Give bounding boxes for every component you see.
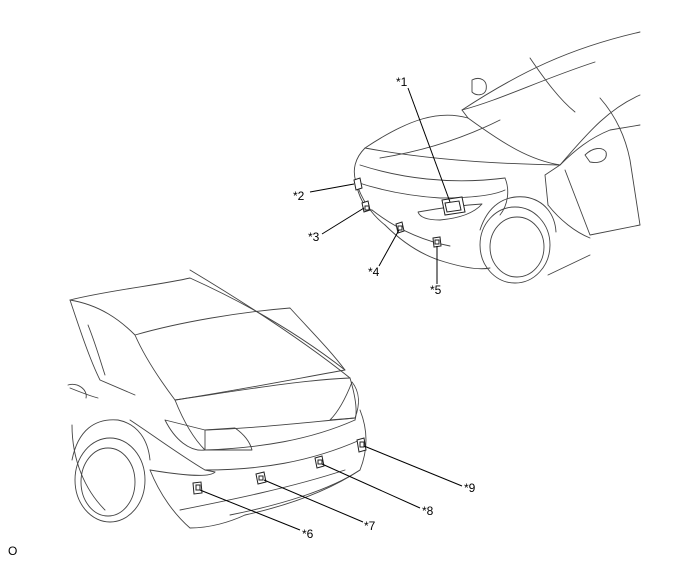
- part-2-sensor: [353, 177, 363, 191]
- leader-7: [263, 479, 364, 523]
- footer-code: O: [8, 544, 18, 558]
- part-6-sensor: [192, 481, 203, 495]
- part-5-sensor: [432, 236, 442, 248]
- leader-4: [378, 229, 400, 267]
- part-1-module: [441, 196, 466, 216]
- leader-1: [407, 87, 451, 203]
- leader-8: [321, 463, 421, 509]
- callout-9: *9: [464, 481, 476, 495]
- callout-labels: *1 *2 *3 *4 *5 *6 *7 *8 *9: [293, 75, 476, 541]
- part-3-sensor: [361, 200, 371, 213]
- leader-6: [199, 489, 301, 531]
- callout-8: *8: [422, 504, 434, 518]
- callout-6: *6: [302, 527, 314, 541]
- front-vehicle: [353, 31, 641, 284]
- callout-3: *3: [308, 230, 320, 244]
- leader-lines: [199, 87, 463, 531]
- part-7-sensor: [255, 471, 267, 485]
- part-8-sensor: [314, 455, 325, 469]
- callout-7: *7: [364, 519, 376, 533]
- callout-2: *2: [293, 189, 305, 203]
- leader-9: [363, 445, 463, 487]
- leader-3: [321, 207, 365, 235]
- callout-5: *5: [430, 283, 442, 297]
- callout-1: *1: [396, 75, 408, 89]
- part-9-sensor: [356, 437, 367, 453]
- part-4-sensor: [395, 221, 405, 234]
- callout-4: *4: [368, 265, 380, 279]
- leader-2: [309, 183, 355, 193]
- rear-vehicle: [67, 269, 367, 529]
